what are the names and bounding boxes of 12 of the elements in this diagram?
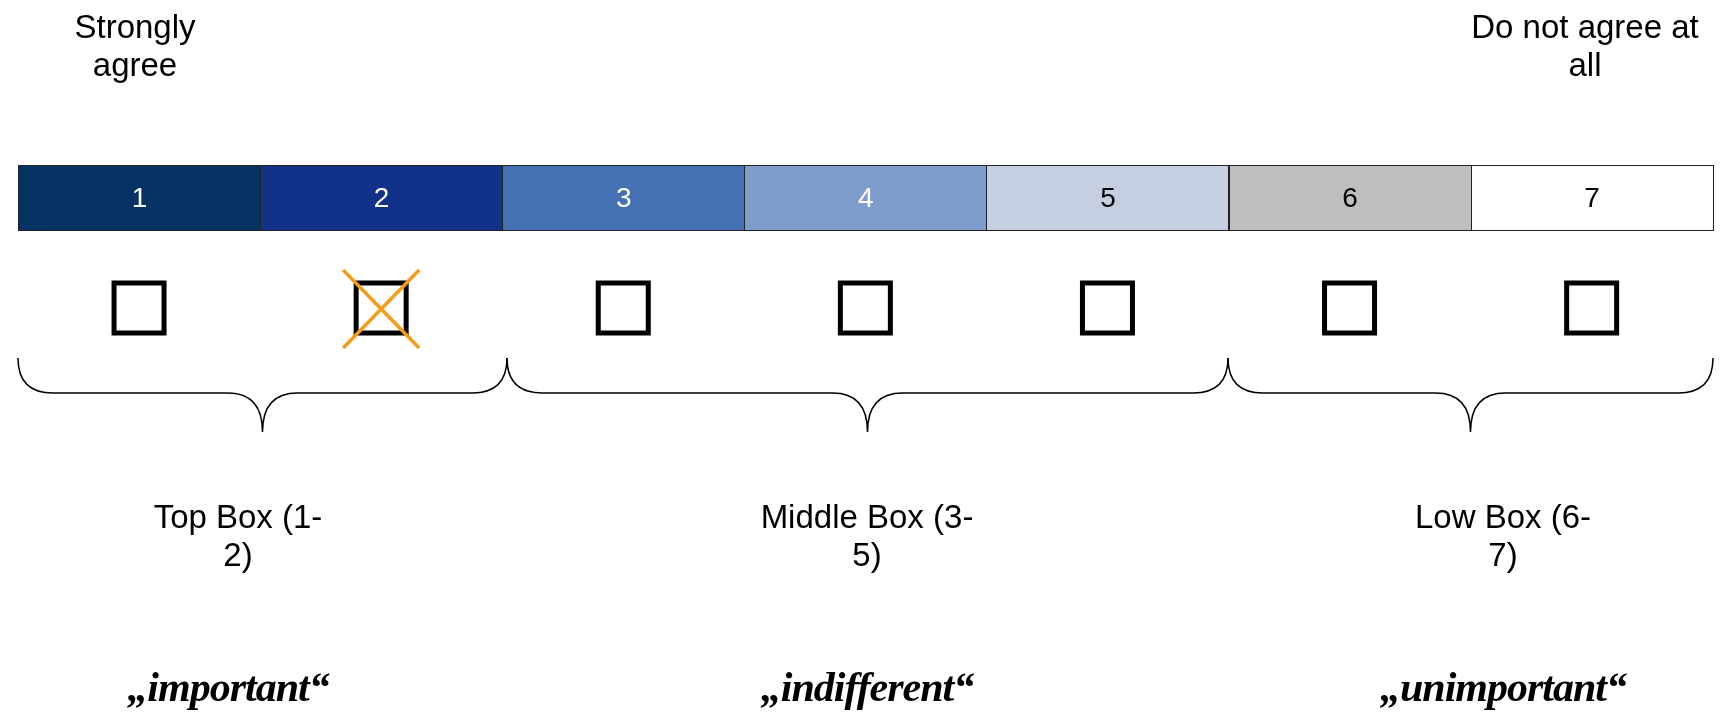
- group-label: Low Box (6-7): [1413, 498, 1593, 574]
- group-label: Top Box (1-2): [153, 498, 323, 574]
- scale-cell: 7: [1470, 165, 1714, 231]
- scale-cell: 5: [986, 165, 1230, 231]
- scale-end-label: Do not agree at all: [1470, 8, 1700, 84]
- scale-cell: 2: [260, 165, 504, 231]
- scale-cell: 1: [18, 165, 262, 231]
- scale-cell: 6: [1228, 165, 1472, 231]
- scale-cell: 3: [502, 165, 746, 231]
- group-label: Middle Box (3-5): [759, 498, 975, 574]
- scale-end-label: Strongly agree: [73, 8, 197, 84]
- scale-cell: 4: [744, 165, 988, 231]
